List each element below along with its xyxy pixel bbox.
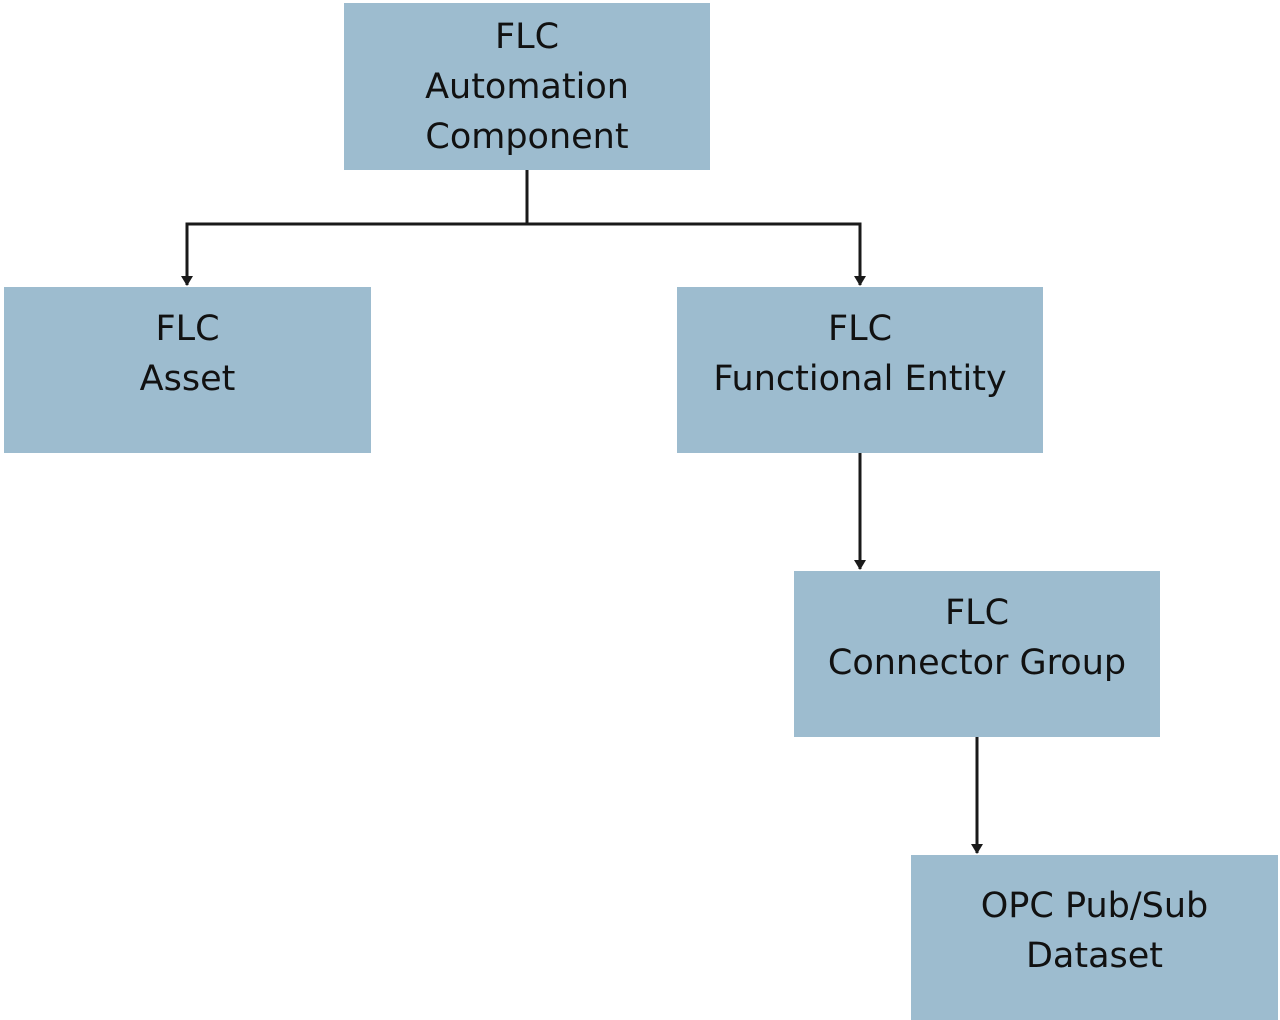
- node-label-line: OPC Pub/Sub: [980, 886, 1209, 926]
- edge-automation-component-to-asset: [181, 170, 529, 286]
- node-opc-dataset: OPC Pub/Sub Dataset: [911, 855, 1278, 1020]
- node-label-line: FLC: [944, 593, 1010, 633]
- node-label-line: Dataset: [1025, 936, 1164, 976]
- node-asset: FLC Asset: [4, 287, 371, 453]
- node-label-line: Asset: [139, 359, 236, 399]
- node-automation-component: FLC Automation Component: [344, 3, 710, 170]
- node-label-line: Functional Entity: [713, 359, 1007, 399]
- node-functional-entity: FLC Functional Entity: [677, 287, 1043, 453]
- node-label-line: FLC: [827, 309, 893, 349]
- node-label-line: FLC: [494, 16, 560, 57]
- node-connector-group: FLC Connector Group: [794, 571, 1160, 737]
- node-label-line: Connector Group: [827, 643, 1127, 683]
- edge-automation-component-to-functional-entity: [527, 222, 866, 286]
- node-label-line: Automation: [425, 66, 629, 107]
- node-label-line: Component: [425, 116, 629, 157]
- node-label-line: FLC: [155, 309, 220, 349]
